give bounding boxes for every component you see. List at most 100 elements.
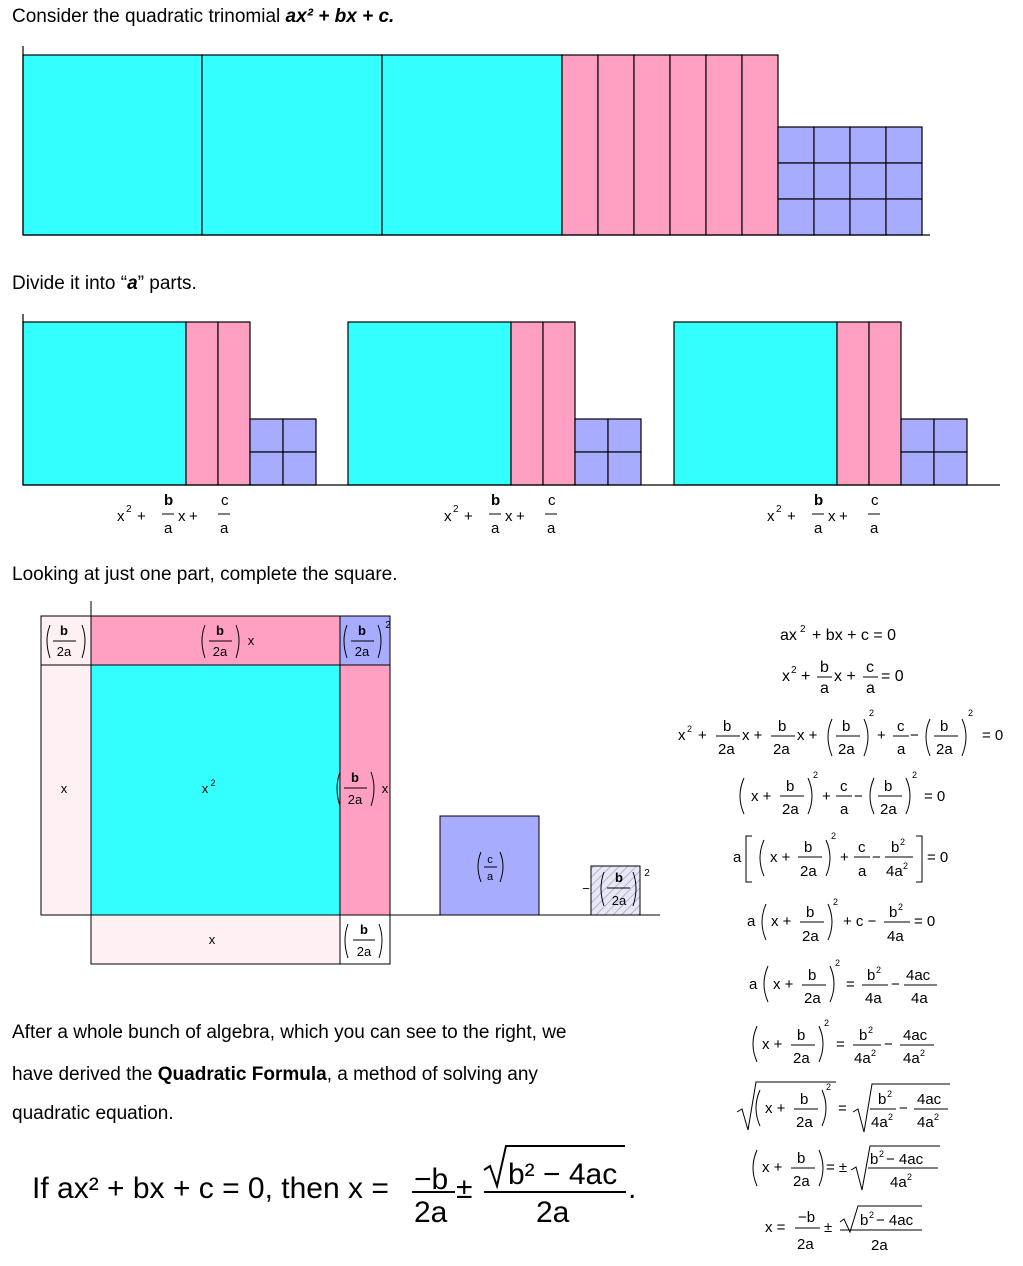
svg-text:b: b bbox=[360, 922, 368, 937]
c-unit-squares bbox=[777, 126, 923, 236]
svg-text:4ac: 4ac bbox=[903, 1027, 928, 1044]
svg-text:ax: ax bbox=[780, 627, 797, 644]
svg-text:x: x bbox=[248, 633, 255, 648]
svg-text:b: b bbox=[491, 492, 500, 509]
svg-text:x: x bbox=[767, 508, 775, 525]
svg-text:a: a bbox=[547, 520, 556, 537]
part-1 bbox=[22, 321, 317, 486]
svg-text:+: + bbox=[840, 849, 849, 866]
svg-text:2: 2 bbox=[876, 965, 881, 975]
svg-text:2: 2 bbox=[934, 1112, 939, 1122]
complete-square-diagram bbox=[40, 601, 660, 965]
svg-text:2: 2 bbox=[126, 504, 132, 515]
svg-text:+ bx + c = 0: + bx + c = 0 bbox=[812, 627, 896, 644]
svg-text:+: + bbox=[877, 727, 886, 744]
svg-text:x +: x + bbox=[773, 976, 794, 993]
formula-radicand: b² − 4ac bbox=[508, 1158, 617, 1191]
svg-text:= 0: = 0 bbox=[927, 849, 948, 866]
svg-text:2: 2 bbox=[824, 1018, 829, 1028]
svg-text:x: x bbox=[117, 508, 125, 525]
svg-text:2: 2 bbox=[210, 778, 215, 788]
svg-text:b: b bbox=[884, 778, 892, 795]
svg-text:= 0: = 0 bbox=[924, 788, 945, 805]
heading-divide-a: a bbox=[127, 273, 138, 294]
svg-text:b: b bbox=[806, 904, 814, 921]
formula-2a-left: 2a bbox=[414, 1196, 448, 1229]
svg-text:2a: 2a bbox=[782, 801, 799, 818]
svg-text:b: b bbox=[358, 623, 366, 638]
svg-text:4a: 4a bbox=[911, 990, 928, 1007]
svg-text:a: a bbox=[733, 849, 742, 866]
svg-text:2: 2 bbox=[879, 1149, 884, 1159]
svg-text:b: b bbox=[615, 870, 623, 885]
svg-text:2a: 2a bbox=[213, 644, 228, 659]
svg-text:2: 2 bbox=[453, 504, 459, 515]
heading-consider-text: Consider the quadratic trinomial bbox=[12, 6, 286, 27]
svg-text:−: − bbox=[872, 849, 881, 866]
svg-text:x: x bbox=[202, 781, 209, 796]
part-3 bbox=[673, 321, 968, 486]
svg-text:2a: 2a bbox=[357, 944, 372, 959]
svg-text:c: c bbox=[840, 778, 848, 795]
svg-text:x +: x + bbox=[751, 788, 772, 805]
svg-text:+: + bbox=[839, 508, 848, 525]
svg-text:2: 2 bbox=[898, 902, 903, 912]
svg-text:b: b bbox=[870, 1151, 878, 1168]
svg-text:x +: x + bbox=[770, 849, 791, 866]
svg-text:b: b bbox=[351, 770, 359, 785]
svg-text:b: b bbox=[797, 1150, 805, 1167]
svg-text:b: b bbox=[878, 1091, 886, 1108]
svg-text:±: ± bbox=[824, 1219, 832, 1236]
svg-text:2: 2 bbox=[835, 958, 840, 968]
svg-text:+: + bbox=[464, 508, 473, 525]
bx-strips bbox=[561, 54, 779, 236]
svg-text:b: b bbox=[891, 839, 899, 856]
svg-text:2: 2 bbox=[920, 1048, 925, 1058]
svg-text:2: 2 bbox=[826, 1082, 831, 1092]
svg-text:−: − bbox=[891, 976, 900, 993]
svg-text:2a: 2a bbox=[804, 990, 821, 1007]
svg-text:x +: x + bbox=[765, 1100, 786, 1117]
svg-text:2: 2 bbox=[833, 897, 838, 907]
svg-text:a: a bbox=[858, 863, 867, 880]
svg-text:2a: 2a bbox=[936, 741, 953, 758]
svg-text:b: b bbox=[778, 718, 786, 735]
svg-text:a: a bbox=[220, 520, 229, 537]
svg-text:b: b bbox=[800, 1091, 808, 1108]
svg-text:4a: 4a bbox=[871, 1114, 888, 1131]
svg-text:+: + bbox=[516, 508, 525, 525]
paragraph-line-3: quadratic equation. bbox=[12, 1103, 174, 1124]
svg-text:2: 2 bbox=[644, 868, 650, 879]
svg-text:2a: 2a bbox=[838, 741, 855, 758]
step-4: x + b2a 2 + ca − b2a 2 = 0 bbox=[739, 770, 945, 818]
svg-text:=: = bbox=[846, 976, 855, 993]
svg-text:4a: 4a bbox=[887, 928, 904, 945]
svg-text:x +: x + bbox=[762, 1036, 783, 1053]
svg-text:b: b bbox=[820, 659, 829, 676]
label-b-2a-bottom: b 2a bbox=[344, 922, 383, 959]
svg-text:= 0: = 0 bbox=[914, 913, 935, 930]
svg-text:2: 2 bbox=[791, 665, 797, 676]
svg-text:=: = bbox=[838, 1100, 847, 1117]
svg-text:a: a bbox=[814, 520, 823, 537]
svg-text:x: x bbox=[828, 508, 836, 525]
svg-text:2a: 2a bbox=[348, 792, 363, 807]
svg-text:2: 2 bbox=[968, 708, 973, 718]
svg-text:2: 2 bbox=[900, 837, 905, 847]
svg-text:= 0: = 0 bbox=[881, 668, 904, 685]
svg-text:b: b bbox=[814, 492, 823, 509]
svg-text:2: 2 bbox=[869, 1210, 874, 1220]
svg-text:4a: 4a bbox=[865, 990, 882, 1007]
heading-consider-expr: ax² + bx + c. bbox=[285, 6, 395, 27]
svg-text:c: c bbox=[871, 492, 879, 509]
svg-text:2: 2 bbox=[385, 620, 391, 631]
right-strip bbox=[339, 664, 391, 916]
svg-text:x +: x + bbox=[771, 913, 792, 930]
svg-text:a: a bbox=[749, 976, 758, 993]
heading-looking: Looking at just one part, complete the s… bbox=[12, 564, 398, 585]
